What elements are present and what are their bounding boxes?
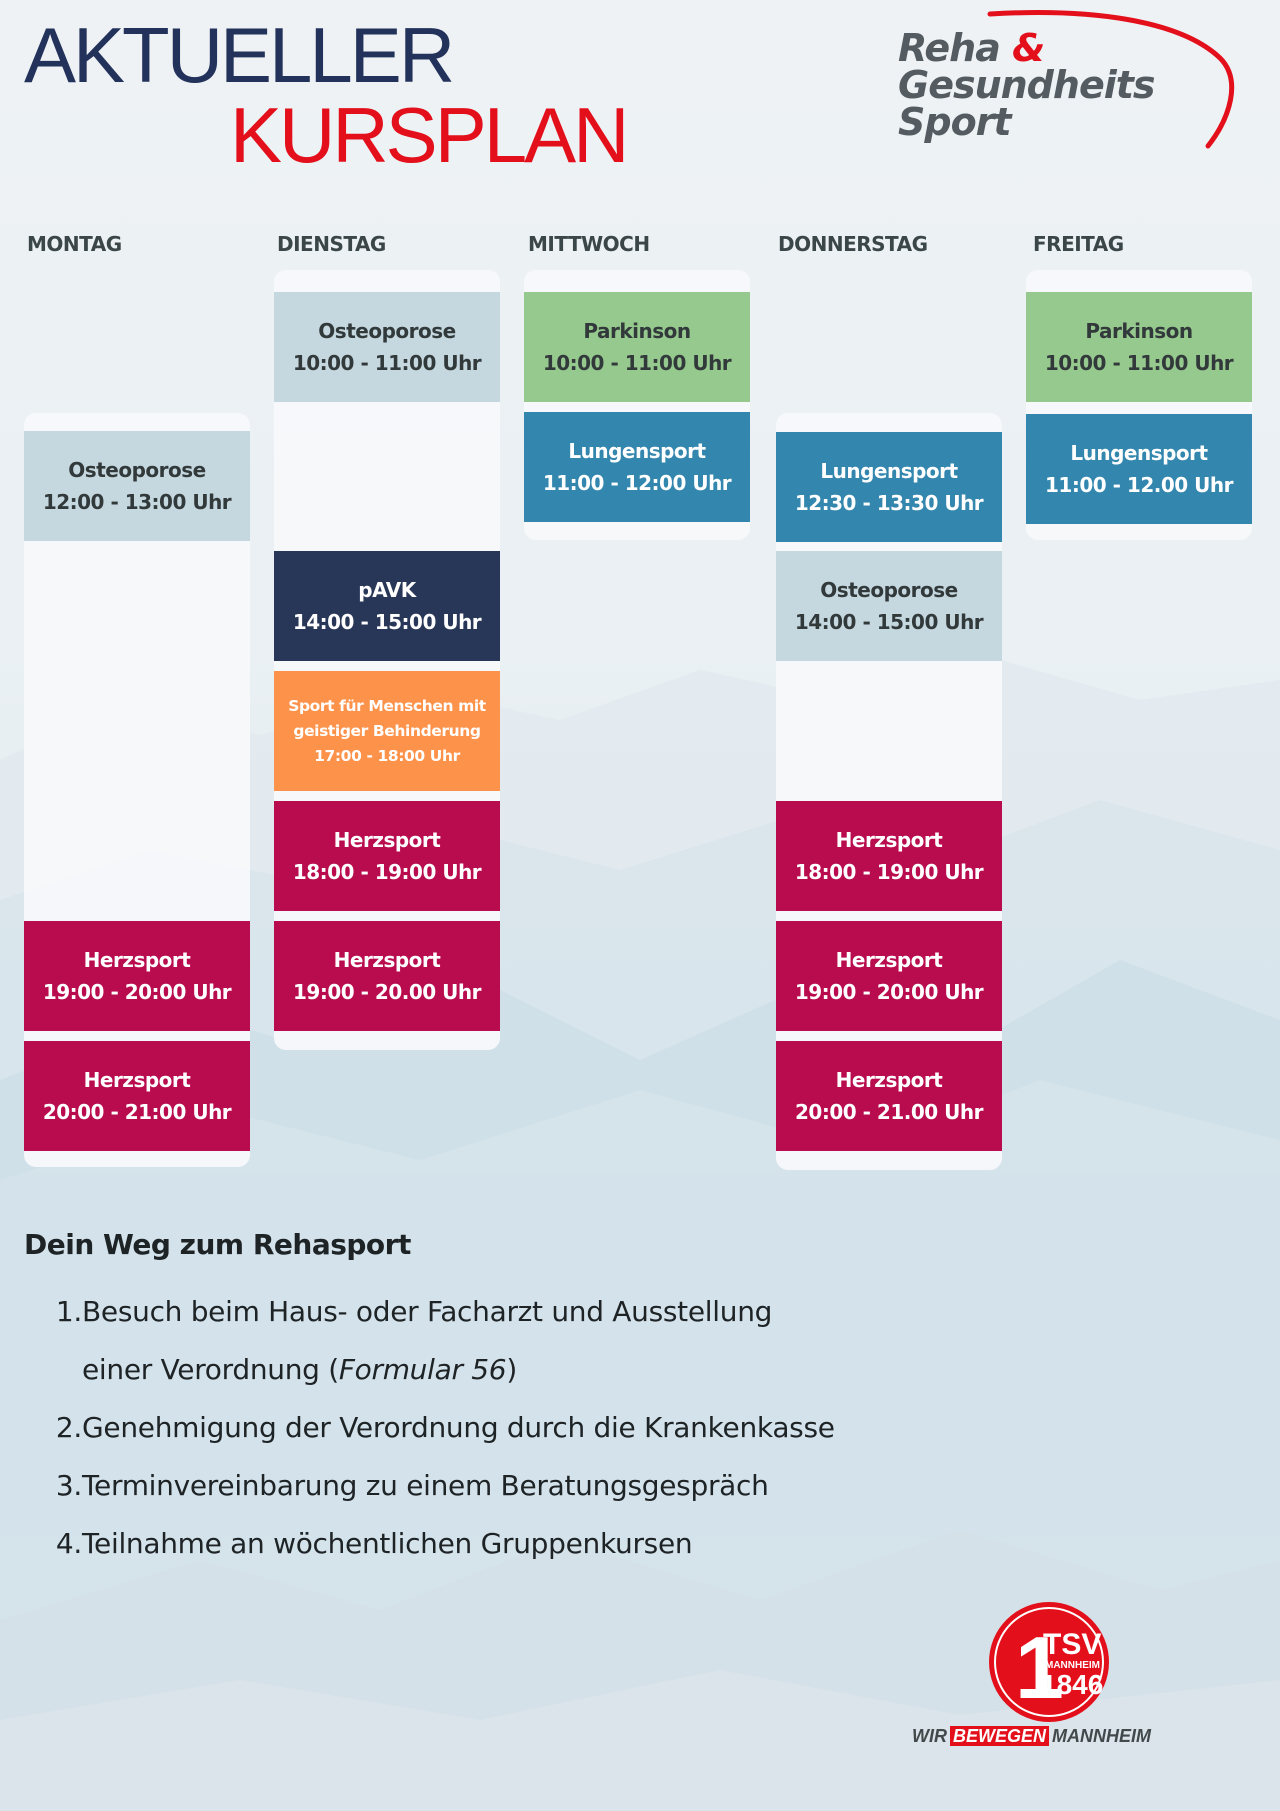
course-time: 18:00 - 19:00 Uhr xyxy=(794,860,984,884)
logo-swoosh-icon xyxy=(987,10,1235,149)
course-time: 17:00 - 18:00 Uhr xyxy=(314,746,460,765)
course-name: pAVK xyxy=(358,578,416,602)
step-text-line2: einer Verordnung ( xyxy=(82,1353,339,1386)
logo-club-city: MANNHEIM xyxy=(1045,1660,1100,1671)
page-title-line1: AKTUELLER xyxy=(24,11,455,99)
brand-line3: Sport xyxy=(898,100,1012,144)
course-time: 12:30 - 13:30 Uhr xyxy=(794,491,984,515)
step-text: Terminvereinbarung zu einem Beratungsges… xyxy=(82,1469,769,1502)
tsv-mannheim-logo: 1 TSV MANNHEIM 1846 xyxy=(989,1602,1109,1722)
course-name: Herzsport xyxy=(835,948,943,972)
day-header-mittwoch: MITTWOCH xyxy=(528,232,650,256)
course-card: Herzsport 19:00 - 20:00 Uhr xyxy=(776,921,1002,1031)
course-card: Lungensport 11:00 - 12.00 Uhr xyxy=(1026,414,1252,524)
brand-ampersand: & xyxy=(1012,26,1045,70)
slogan-part1: WIR xyxy=(912,1726,947,1746)
course-card: Sport für Menschen mit geistiger Behinde… xyxy=(274,671,500,791)
course-card: Herzsport 18:00 - 19:00 Uhr xyxy=(274,801,500,911)
logo-club-short: TSV xyxy=(1043,1628,1101,1661)
slogan-part2: BEWEGEN xyxy=(950,1726,1050,1746)
course-time: 20:00 - 21:00 Uhr xyxy=(42,1100,232,1124)
course-card: Parkinson 10:00 - 11:00 Uhr xyxy=(1026,292,1252,402)
course-time: 19:00 - 20:00 Uhr xyxy=(42,980,232,1004)
step-text: Besuch beim Haus- oder Facharzt und Auss… xyxy=(82,1283,962,1399)
brand-line1: Reha xyxy=(898,26,1001,70)
course-time: 19:00 - 20:00 Uhr xyxy=(794,980,984,1004)
course-time: 11:00 - 12:00 Uhr xyxy=(542,471,732,495)
course-name: Herzsport xyxy=(83,1068,191,1092)
course-time: 20:00 - 21.00 Uhr xyxy=(795,1100,983,1124)
course-name: Herzsport xyxy=(835,1068,943,1092)
course-time: 10:00 - 11:00 Uhr xyxy=(292,351,482,375)
step-number: 4. xyxy=(55,1527,82,1560)
course-name: Parkinson xyxy=(583,319,691,343)
logo-digit: 1 xyxy=(1015,1618,1064,1717)
course-time: 10:00 - 11:00 Uhr xyxy=(542,351,732,375)
course-card: Herzsport 18:00 - 19:00 Uhr xyxy=(776,801,1002,911)
day-header-montag: MONTAG xyxy=(27,232,122,256)
course-time: 18:00 - 19:00 Uhr xyxy=(292,860,482,884)
course-name: Osteoporose xyxy=(820,578,958,602)
steps-title: Dein Weg zum Rehasport xyxy=(24,1228,411,1261)
step-text-line1: Besuch beim Haus- oder Facharzt und Auss… xyxy=(82,1295,773,1328)
steps-list: 1. Besuch beim Haus- oder Facharzt und A… xyxy=(40,1283,962,1573)
day-header-donnerstag: DONNERSTAG xyxy=(778,232,928,256)
step-item: 1. Besuch beim Haus- oder Facharzt und A… xyxy=(40,1283,962,1399)
step-item: 3. Terminvereinbarung zu einem Beratungs… xyxy=(40,1457,962,1515)
course-name: Lungensport xyxy=(568,439,706,463)
course-card: Lungensport 11:00 - 12:00 Uhr xyxy=(524,412,750,522)
course-time: 11:00 - 12.00 Uhr xyxy=(1045,473,1233,497)
page-title-line2: KURSPLAN xyxy=(230,91,629,179)
course-card: Herzsport 19:00 - 20.00 Uhr xyxy=(274,921,500,1031)
course-time: 10:00 - 11:00 Uhr xyxy=(1044,351,1234,375)
course-card: Lungensport 12:30 - 13:30 Uhr xyxy=(776,432,1002,542)
step-number: 1. xyxy=(55,1295,82,1328)
course-name: Lungensport xyxy=(820,459,958,483)
course-name: Osteoporose xyxy=(318,319,456,343)
course-name: Herzsport xyxy=(83,948,191,972)
step-item: 4. Teilnahme an wöchentlichen Gruppenkur… xyxy=(40,1515,962,1573)
course-name-line1: Sport für Menschen mit xyxy=(288,696,486,715)
step-number: 2. xyxy=(55,1411,82,1444)
course-name: Lungensport xyxy=(1070,441,1208,465)
course-name: Herzsport xyxy=(835,828,943,852)
day-header-freitag: FREITAG xyxy=(1033,232,1124,256)
course-card: Osteoporose 14:00 - 15:00 Uhr xyxy=(776,551,1002,661)
course-card: Osteoporose 10:00 - 11:00 Uhr xyxy=(274,292,500,402)
reha-gesundheitssport-logo: Reha & Gesundheits Sport xyxy=(890,8,1250,158)
course-name: Herzsport xyxy=(333,948,441,972)
course-card: Herzsport 20:00 - 21.00 Uhr xyxy=(776,1041,1002,1151)
step-text-form: Formular 56 xyxy=(338,1353,507,1386)
course-name: Herzsport xyxy=(333,828,441,852)
course-card: Herzsport 19:00 - 20:00 Uhr xyxy=(24,921,250,1031)
course-name-line2: geistiger Behinderung xyxy=(293,721,481,740)
logo-club-year: 1846 xyxy=(1041,1669,1103,1700)
brand-line2: Gesundheits xyxy=(898,63,1156,107)
step-item: 2. Genehmigung der Verordnung durch die … xyxy=(40,1399,962,1457)
course-card: Osteoporose 12:00 - 13:00 Uhr xyxy=(24,431,250,541)
step-text: Genehmigung der Verordnung durch die Kra… xyxy=(82,1411,835,1444)
day-header-dienstag: DIENSTAG xyxy=(277,232,386,256)
brand-wordmark: Reha & Gesundheits Sport xyxy=(898,29,1156,144)
course-time: 14:00 - 15:00 Uhr xyxy=(292,610,482,634)
step-number: 3. xyxy=(55,1469,82,1502)
course-name: Parkinson xyxy=(1085,319,1193,343)
course-time: 19:00 - 20.00 Uhr xyxy=(293,980,481,1004)
course-card: pAVK 14:00 - 15:00 Uhr xyxy=(274,551,500,661)
slogan-part3: MANNHEIM xyxy=(1052,1726,1152,1746)
step-text: Teilnahme an wöchentlichen Gruppenkursen xyxy=(82,1527,693,1560)
course-time: 14:00 - 15:00 Uhr xyxy=(794,610,984,634)
course-card: Herzsport 20:00 - 21:00 Uhr xyxy=(24,1041,250,1151)
course-name: Osteoporose xyxy=(68,458,206,482)
course-time: 12:00 - 13:00 Uhr xyxy=(42,490,232,514)
step-text-end: ) xyxy=(506,1353,517,1386)
course-card: Parkinson 10:00 - 11:00 Uhr xyxy=(524,292,750,402)
